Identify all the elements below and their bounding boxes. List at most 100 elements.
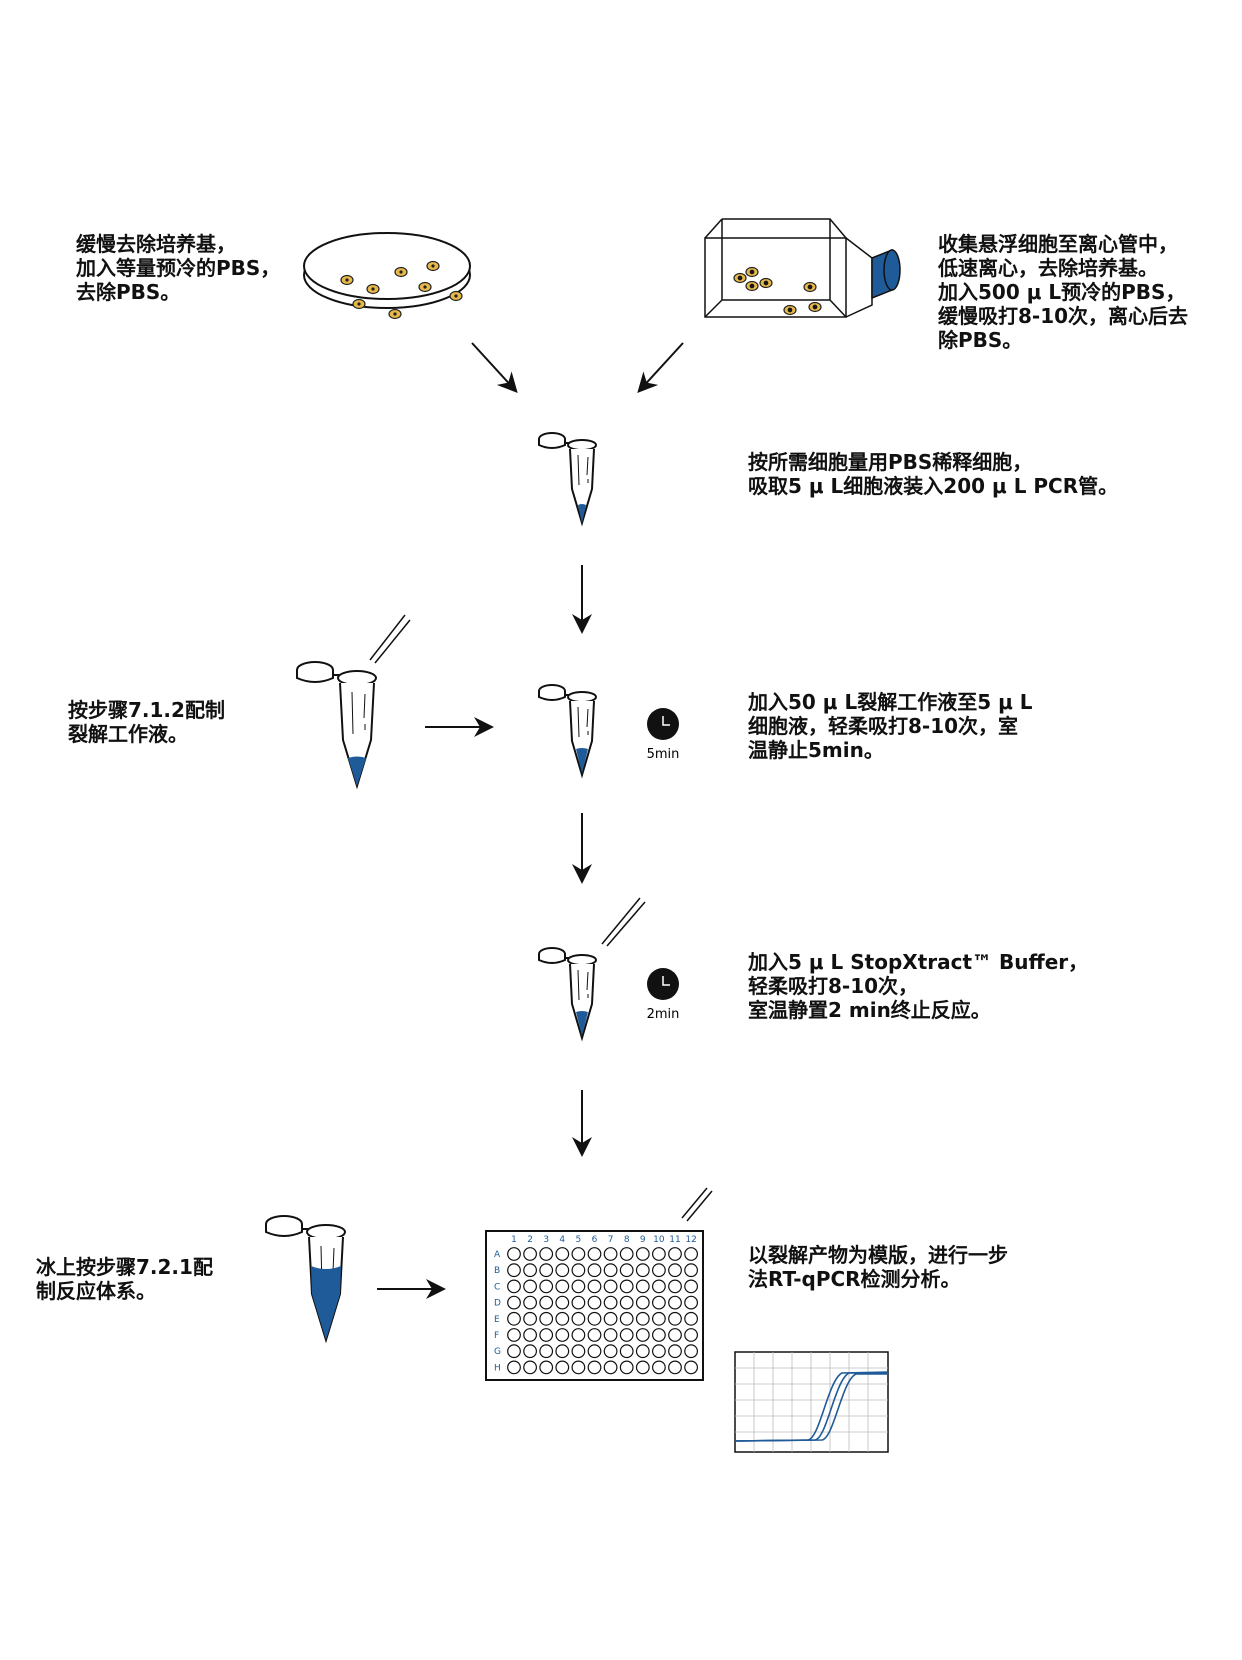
arrow-dish-to-tube	[471, 342, 518, 393]
plate-well	[619, 1311, 634, 1326]
plate-well	[635, 1295, 650, 1310]
plate-well	[635, 1328, 650, 1342]
plate-row-label: G	[494, 1347, 501, 1357]
step-dilute-line-2: 吸取5 μ L细胞液装入200 μ L PCR管。	[748, 474, 1119, 498]
step-prepare-reaction-text: 冰上按步骤7.2.1配 制反应体系。	[36, 1255, 213, 1303]
reaction-mix-tube-icon	[265, 1215, 346, 1341]
step-flask-line-4: 缓慢吸打8-10次，离心后去	[938, 304, 1189, 328]
clock-icon-stop	[647, 968, 679, 1000]
plate-well	[571, 1360, 586, 1375]
plate-well	[652, 1247, 666, 1261]
plate-well	[668, 1295, 682, 1310]
step-dish-line-2: 加入等量预冷的PBS，	[76, 256, 281, 280]
timer-stop-label: 2min	[647, 1007, 680, 1022]
plate-well	[619, 1263, 634, 1278]
plate-well	[668, 1344, 682, 1359]
plate-wells	[507, 1247, 698, 1375]
step-analysis-text: 以裂解产物为模版，进行一步 法RT-qPCR检测分析。	[748, 1243, 1008, 1291]
plate-well	[587, 1247, 602, 1261]
plate-row-label: F	[494, 1331, 499, 1341]
step-prepare-reaction-line-2: 制反应体系。	[36, 1279, 156, 1303]
petri-dish-icon	[303, 232, 471, 320]
plate-well	[523, 1279, 537, 1294]
qpcr-curve-icon	[734, 1351, 889, 1453]
step-lysis-text: 加入50 μ L裂解工作液至5 μ L 细胞液，轻柔吸打8-10次，室 温静止5…	[748, 690, 1033, 762]
plate-well	[555, 1344, 570, 1359]
pcr-tube-lysis-icon	[538, 684, 597, 776]
step-stop-text: 加入5 μ L StopXtract™ Buffer， 轻柔吸打8-10次， 室…	[748, 950, 1088, 1022]
step-analysis-line-1: 以裂解产物为模版，进行一步	[748, 1243, 1008, 1267]
plate-well	[684, 1295, 698, 1310]
plate-well	[619, 1295, 634, 1310]
plate-well	[635, 1279, 650, 1294]
plate-well	[619, 1328, 634, 1342]
plate-well	[539, 1263, 554, 1278]
arrow-flask-to-tube	[637, 342, 684, 393]
plate-column-label: 9	[640, 1235, 646, 1245]
plate-well	[619, 1360, 634, 1375]
plate-well	[555, 1295, 570, 1310]
plate-well	[523, 1247, 537, 1261]
plate-well	[587, 1311, 602, 1326]
plate-well	[587, 1295, 602, 1310]
pcr-tube-dilute-icon	[538, 432, 597, 524]
timer-lysis-label: 5min	[647, 747, 680, 762]
plate-well	[523, 1360, 537, 1375]
plate-well	[619, 1344, 634, 1359]
plate-column-label: 3	[543, 1235, 549, 1245]
plate-well	[652, 1295, 666, 1310]
plate-row-label: C	[494, 1282, 500, 1292]
plate-well	[555, 1311, 570, 1326]
step-dish-line-3: 去除PBS。	[76, 280, 181, 304]
step-lysis-line-3: 温静止5min。	[748, 738, 884, 762]
plate-row-label: D	[494, 1299, 501, 1309]
plate-well	[571, 1311, 586, 1326]
plate-well	[507, 1311, 521, 1326]
plate-well	[507, 1344, 521, 1359]
plate-well	[635, 1247, 650, 1261]
culture-flask-icon	[704, 218, 901, 318]
step-flask-line-1: 收集悬浮细胞至离心管中，	[938, 232, 1178, 256]
plate-column-label: 5	[576, 1235, 582, 1245]
plate-well	[507, 1328, 521, 1342]
step-dish-text: 缓慢去除培养基， 加入等量预冷的PBS， 去除PBS。	[76, 232, 280, 304]
step-stop-line-1: 加入5 μ L StopXtract™ Buffer，	[748, 950, 1089, 974]
plate-well	[555, 1360, 570, 1375]
plate-well	[587, 1263, 602, 1278]
plate-column-label: 4	[559, 1235, 565, 1245]
plate-well	[539, 1360, 554, 1375]
plate-well	[523, 1328, 537, 1342]
step-prepare-lysis-line-1: 按步骤7.1.2配制	[68, 698, 225, 722]
plate-well	[603, 1295, 618, 1310]
plate-well	[507, 1263, 521, 1278]
plate-well	[619, 1247, 634, 1261]
plate-well	[619, 1279, 634, 1294]
plate-well	[603, 1311, 618, 1326]
plate-column-label: 2	[527, 1235, 533, 1245]
plate-column-label: 1	[511, 1235, 517, 1245]
pcr-tube-stop-icon	[538, 947, 597, 1039]
pipette-tip-icon	[369, 614, 411, 664]
step-flask-line-2: 低速离心，去除培养基。	[938, 256, 1158, 280]
step-dilute-text: 按所需细胞量用PBS稀释细胞， 吸取5 μ L细胞液装入200 μ L PCR管…	[748, 450, 1118, 498]
step-flask-line-5: 除PBS。	[938, 328, 1023, 352]
pipette-tip-plate-icon	[681, 1187, 713, 1222]
plate-well	[539, 1344, 554, 1359]
plate-well	[684, 1247, 698, 1261]
step-dish-line-1: 缓慢去除培养基，	[76, 232, 236, 256]
step-prepare-reaction-line-1: 冰上按步骤7.2.1配	[36, 1255, 213, 1279]
plate-well	[587, 1344, 602, 1359]
plate-well	[555, 1263, 570, 1278]
step-stop-line-3: 室温静置2 min终止反应。	[748, 998, 991, 1022]
plate-well	[571, 1279, 586, 1294]
plate-well	[587, 1328, 602, 1342]
plate-well	[684, 1279, 698, 1294]
plate-well	[555, 1328, 570, 1342]
plate-well	[539, 1247, 554, 1261]
plate-well	[652, 1360, 666, 1375]
plate-well	[652, 1328, 666, 1342]
plate-well	[587, 1279, 602, 1294]
plate-well	[635, 1344, 650, 1359]
plate-well	[555, 1279, 570, 1294]
